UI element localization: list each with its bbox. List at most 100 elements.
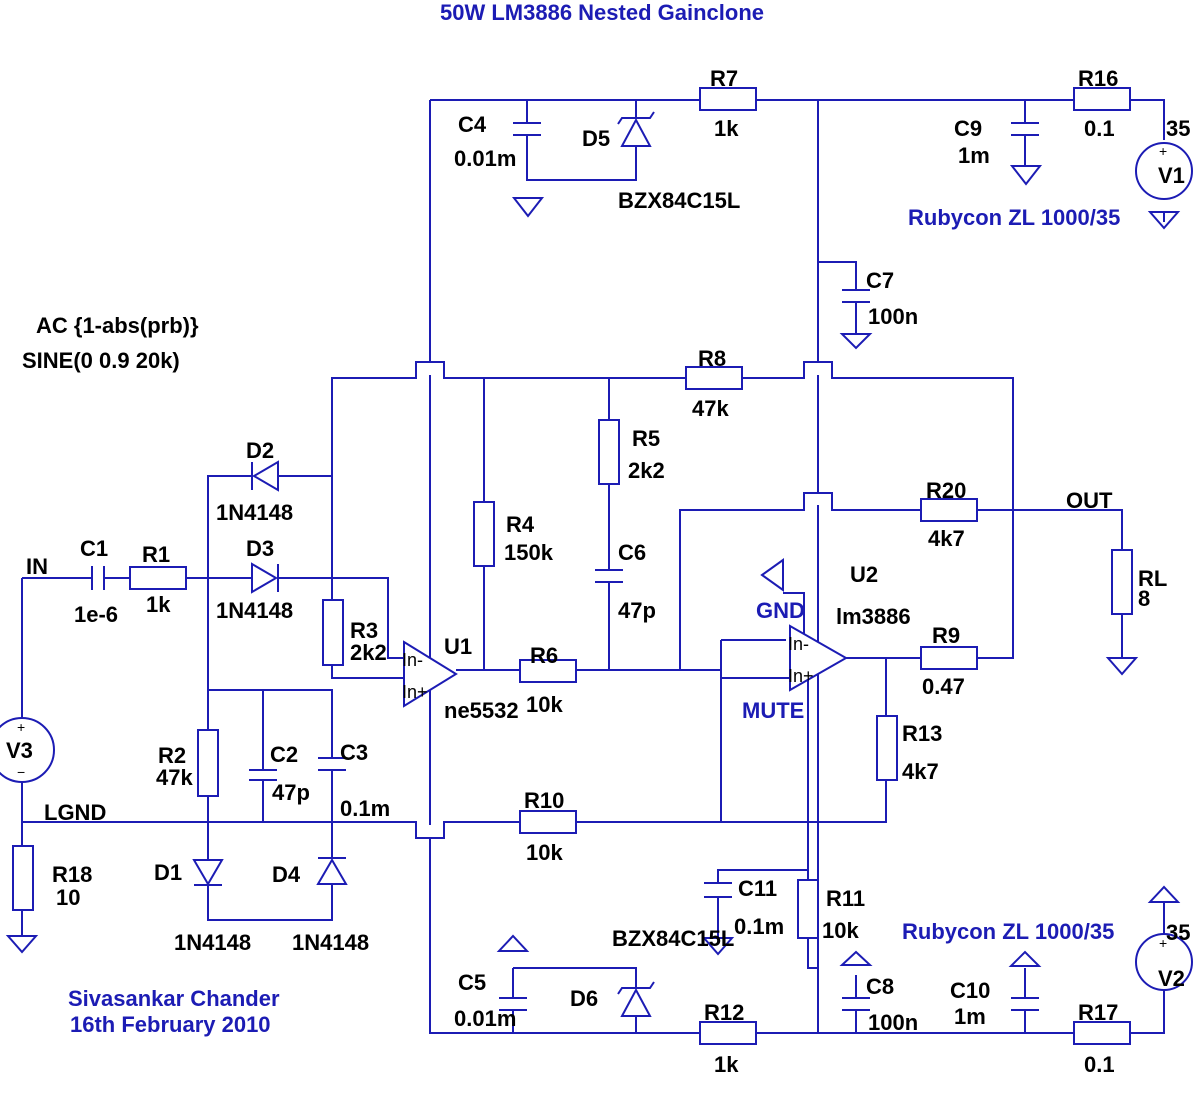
R13-ref: R13 <box>902 721 942 746</box>
C6-value: 47p <box>618 598 656 623</box>
supply-arrow-icon <box>1147 885 1181 903</box>
opamp-U1 <box>403 640 458 708</box>
D4-value: 1N4148 <box>292 930 369 955</box>
net-label-lgnd: LGND <box>44 800 106 825</box>
voltage-source-V1 <box>1135 142 1193 200</box>
opamps <box>403 624 849 708</box>
R4-ref: R4 <box>506 512 535 537</box>
RL-ref: RL <box>1138 566 1167 591</box>
ground-icon <box>1105 657 1139 676</box>
voltage-source-V3 <box>0 717 55 783</box>
author-name: Sivasankar Chander <box>68 986 280 1011</box>
wire-crossovers <box>416 361 832 839</box>
diode-D4 <box>316 857 348 885</box>
labels: 50W LM3886 Nested Gainclone AC {1-abs(pr… <box>6 0 1190 1077</box>
ground-icon <box>1147 211 1181 230</box>
ac-directive: AC {1-abs(prb)} <box>36 313 199 338</box>
ground-icon <box>760 558 784 592</box>
V1-ref: V1 <box>1158 163 1185 188</box>
diode-D2 <box>251 460 279 492</box>
V3-plus: + <box>17 719 25 735</box>
resistor-R2 <box>197 729 219 797</box>
zener-D6 <box>617 981 655 1017</box>
resistor-R16 <box>1073 87 1131 111</box>
V1-value: 35 <box>1166 116 1190 141</box>
resistor-R18 <box>12 845 34 911</box>
capacitor-C4 <box>513 122 541 136</box>
U1-ref: U1 <box>444 634 472 659</box>
D5-ref: D5 <box>582 126 610 151</box>
V2-ref: V2 <box>1158 966 1185 991</box>
U1-value: ne5532 <box>444 698 519 723</box>
supply-arrow-icon <box>1008 950 1042 967</box>
D5-value: BZX84C15L <box>618 188 740 213</box>
D2-value: 1N4148 <box>216 500 293 525</box>
V2-plus: + <box>1159 935 1167 951</box>
R10-ref: R10 <box>524 788 564 813</box>
net-label-gnd: GND <box>756 598 805 623</box>
voltage-source-V2 <box>1135 933 1193 991</box>
D6-ref: D6 <box>570 986 598 1011</box>
C1-value: 1e-6 <box>74 602 118 627</box>
C3-value: 0.1m <box>340 796 390 821</box>
C6-ref: C6 <box>618 540 646 565</box>
R9-ref: R9 <box>932 623 960 648</box>
C4-value: 0.01m <box>454 146 516 171</box>
sine-directive: SINE(0 0.9 20k) <box>22 348 180 373</box>
R20-value: 4k7 <box>928 526 965 551</box>
D3-ref: D3 <box>246 536 274 561</box>
U2-ref: U2 <box>850 562 878 587</box>
resistor-R3 <box>322 599 344 666</box>
U2-pin-in-minus: In- <box>788 634 809 654</box>
resistor-R20 <box>920 498 978 522</box>
ground-icon <box>701 937 735 956</box>
C2-ref: C2 <box>270 742 298 767</box>
D1-value: 1N4148 <box>174 930 251 955</box>
R9-value: 0.47 <box>922 674 965 699</box>
author-date: 16th February 2010 <box>70 1012 271 1037</box>
diodes <box>192 111 655 1017</box>
R2-value: 47k <box>156 765 193 790</box>
resistor-R1 <box>129 566 187 590</box>
resistor-R5 <box>598 419 620 485</box>
U2-pin-in-plus: In+ <box>788 666 814 686</box>
capacitor-C3 <box>318 757 346 771</box>
D6-value: BZX84C15L <box>612 926 734 951</box>
voltage-sources <box>0 142 1193 991</box>
resistor-R9 <box>920 646 978 670</box>
C10-value: 1m <box>954 1004 986 1029</box>
capacitor-C6 <box>595 569 623 583</box>
R1-ref: R1 <box>142 542 170 567</box>
C7-ref: C7 <box>866 268 894 293</box>
zener-D5 <box>617 111 655 147</box>
net-label-out: OUT <box>1066 488 1113 513</box>
capacitor-C8 <box>842 997 870 1011</box>
resistor-R4 <box>473 501 495 567</box>
capacitor-C7 <box>842 289 870 303</box>
V3-ref: V3 <box>6 738 33 763</box>
diode-D1 <box>192 859 224 886</box>
R17-ref: R17 <box>1078 1000 1118 1025</box>
D2-ref: D2 <box>246 438 274 463</box>
resistor-R12 <box>699 1021 757 1045</box>
D4-ref: D4 <box>272 862 301 887</box>
C1-ref: C1 <box>80 536 108 561</box>
ground-icon <box>5 935 39 954</box>
R13-value: 4k7 <box>902 759 939 784</box>
ground-icon <box>511 197 545 218</box>
capacitors <box>91 122 1039 1011</box>
V2-value: 35 <box>1166 920 1190 945</box>
C4-ref: C4 <box>458 112 487 137</box>
R8-ref: R8 <box>698 346 726 371</box>
C11-value: 0.1m <box>734 914 784 939</box>
R3-value: 2k2 <box>350 640 387 665</box>
diode-D3 <box>251 562 279 594</box>
U1-pin-in-plus: In+ <box>402 682 428 702</box>
supply-arrow-icon <box>839 950 873 966</box>
capacitor-C11 <box>704 882 732 898</box>
ground-icon <box>839 333 873 350</box>
R7-ref: R7 <box>710 66 738 91</box>
resistor-R13 <box>876 715 898 781</box>
R17-value: 0.1 <box>1084 1052 1115 1077</box>
